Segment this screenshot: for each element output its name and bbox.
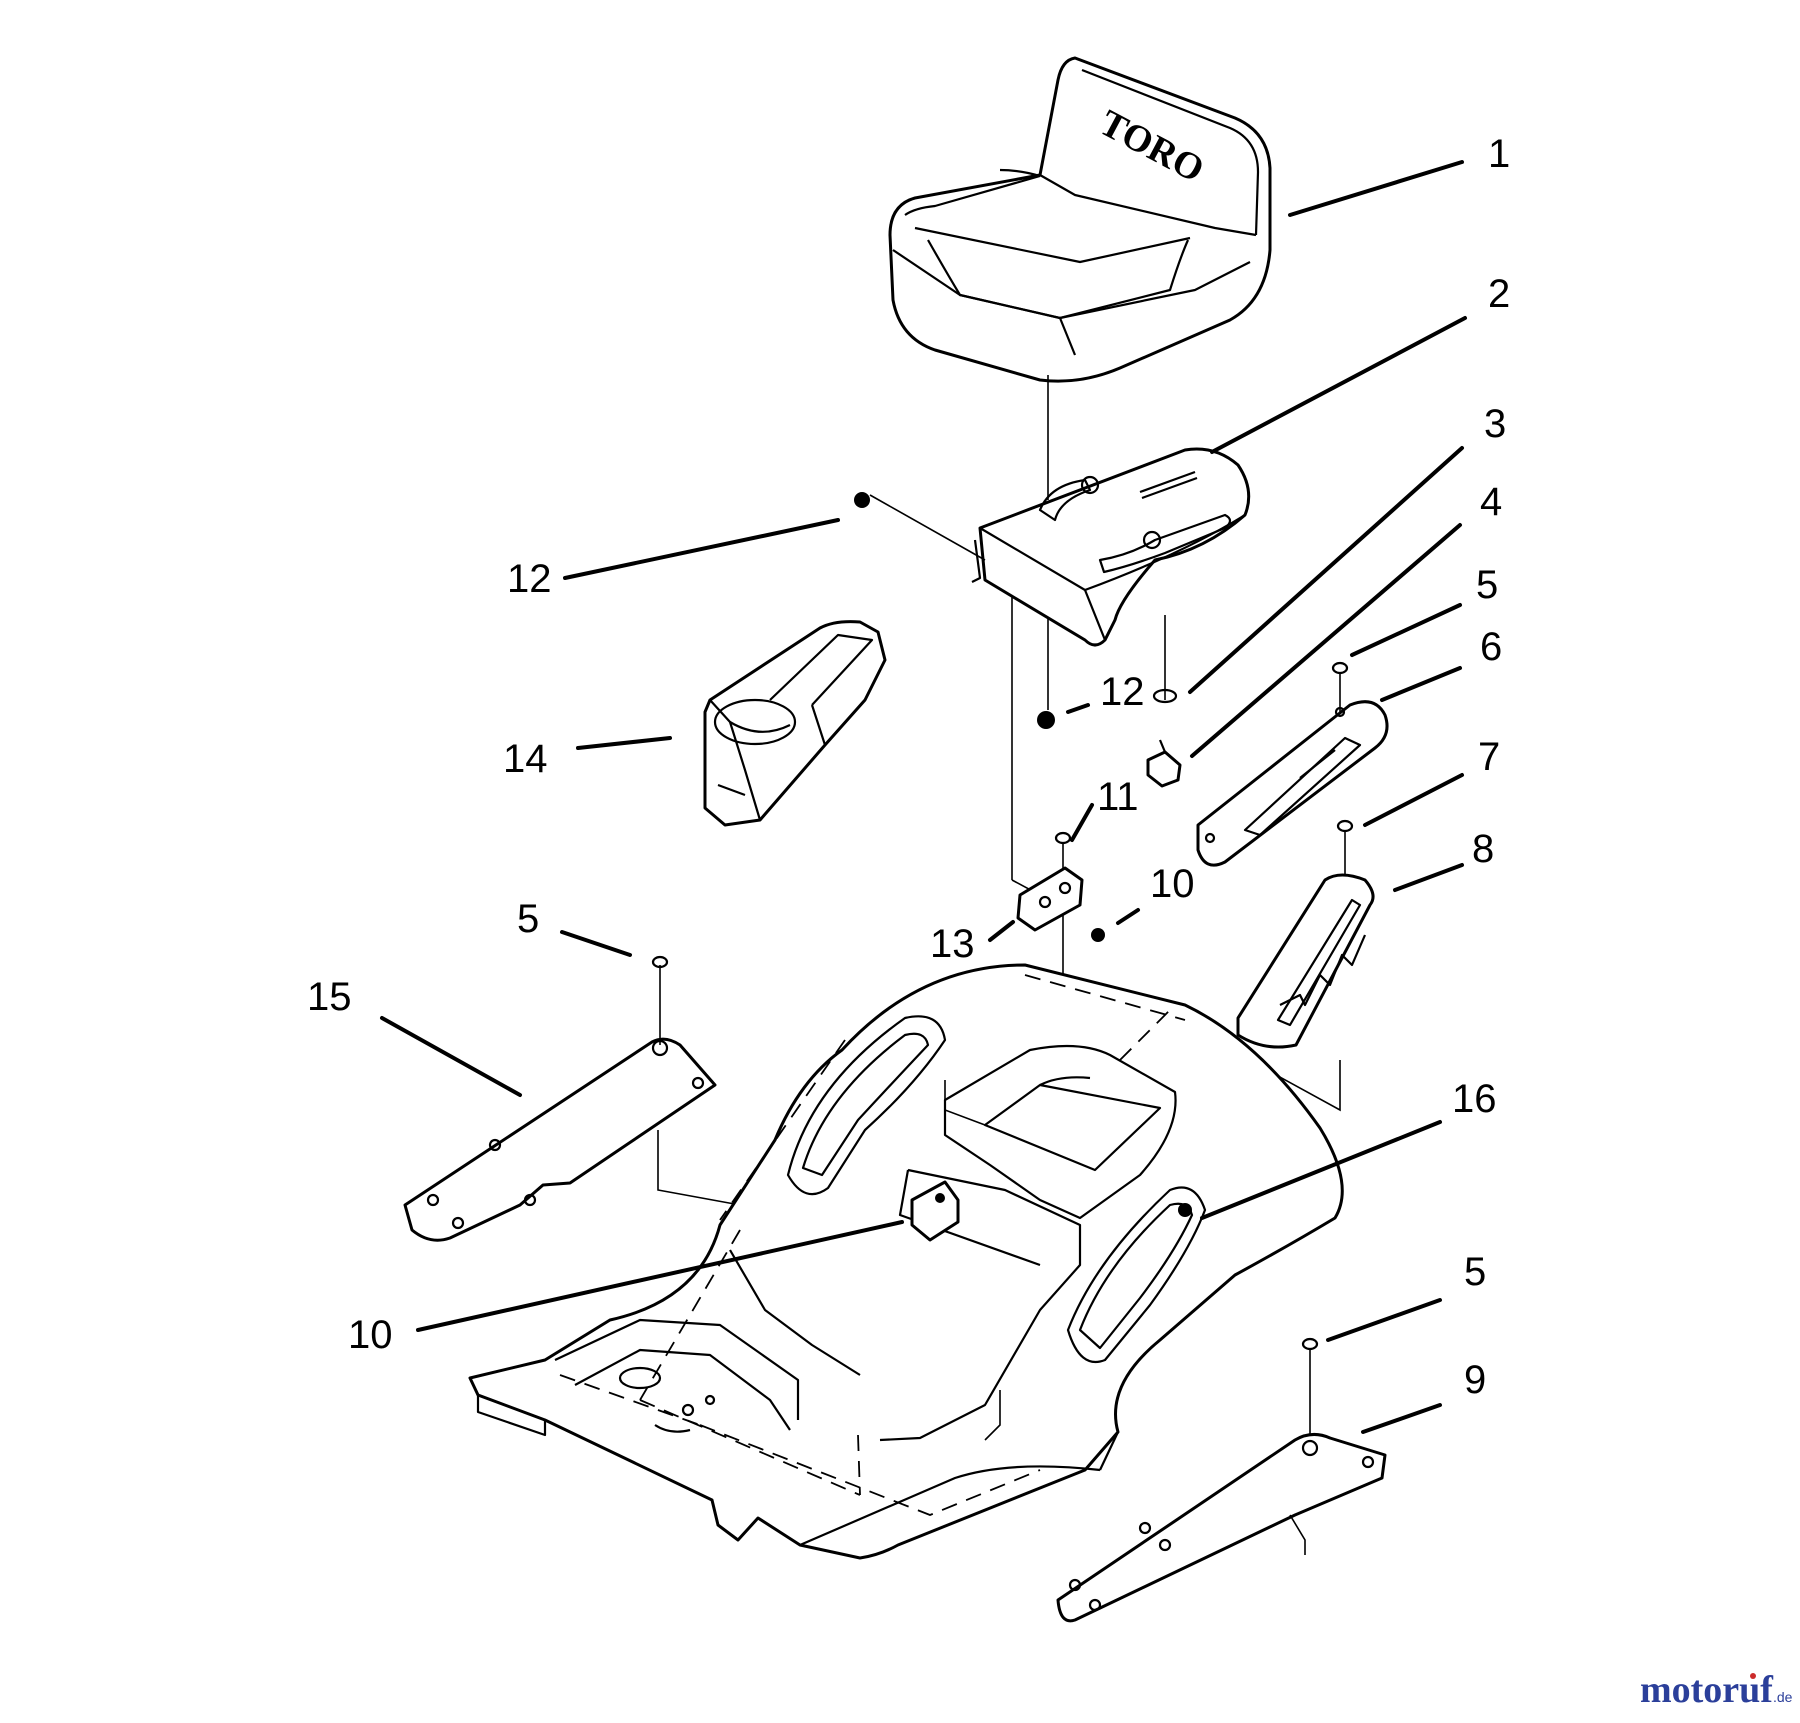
- plate-6: [1196, 700, 1389, 867]
- callout-5-top: 5: [1476, 563, 1498, 607]
- callout-12-left: 12: [507, 557, 552, 601]
- callout-1: 1: [1488, 132, 1510, 176]
- svg-text:motoruf.de: motoruf.de: [1640, 1669, 1793, 1711]
- right-plate-support: [1289, 1514, 1306, 1555]
- callout-7: 7: [1478, 735, 1500, 779]
- screw-7: [1336, 819, 1354, 833]
- screw-5-top: [1331, 661, 1349, 675]
- frame-dashed-lines: [559, 974, 1186, 1516]
- seat-bracket: [971, 447, 1251, 647]
- footrest-plate-9: [1056, 1433, 1387, 1623]
- callout-15: 15: [307, 975, 352, 1019]
- callout-9: 9: [1464, 1358, 1486, 1402]
- bracket-13: [1016, 866, 1084, 932]
- callout-5-left: 5: [517, 897, 539, 941]
- callout-13: 13: [930, 922, 975, 966]
- callout-3: 3: [1484, 402, 1506, 446]
- callout-leaders: [380, 160, 1467, 1434]
- watermark-tld: .de: [1773, 1689, 1793, 1705]
- console-post: [984, 1390, 1001, 1441]
- callout-labels: 1 2 3 4 5 6 7 8 12 12 14 11 10 13 5 15 1…: [307, 132, 1510, 1402]
- shift-plate-8: [1236, 873, 1375, 1049]
- nut-12-lower: [1037, 711, 1055, 729]
- callout-16: 16: [1452, 1077, 1497, 1121]
- callout-14: 14: [503, 737, 548, 781]
- callout-10-upper: 10: [1150, 862, 1195, 906]
- footrest-plate-15: [403, 1037, 717, 1242]
- washer-3: [1152, 688, 1178, 704]
- callout-8: 8: [1472, 827, 1494, 871]
- callout-11: 11: [1097, 775, 1139, 819]
- clip-4: [1146, 739, 1182, 788]
- fender-body: [468, 963, 1344, 1560]
- bolt-11: [1054, 831, 1072, 845]
- nut-12-top: [854, 492, 870, 508]
- watermark-dot: [1750, 1673, 1756, 1679]
- callout-12-center: 12: [1100, 670, 1145, 714]
- screw-5-right: [1301, 1337, 1319, 1351]
- callout-6: 6: [1480, 625, 1502, 669]
- cup-holder: [703, 620, 887, 827]
- nut-10-upper: [1091, 928, 1105, 942]
- seat: TORO: [888, 56, 1272, 383]
- callout-2: 2: [1488, 272, 1510, 316]
- callout-10-lower: 10: [348, 1313, 393, 1357]
- seat-opening-post: [944, 1080, 986, 1126]
- bracket-side-line: [869, 494, 986, 561]
- screw-5-left: [651, 955, 669, 969]
- callout-5-right: 5: [1464, 1250, 1486, 1294]
- callout-4: 4: [1480, 480, 1502, 524]
- watermark-logo: motoruf.de: [1640, 1669, 1793, 1711]
